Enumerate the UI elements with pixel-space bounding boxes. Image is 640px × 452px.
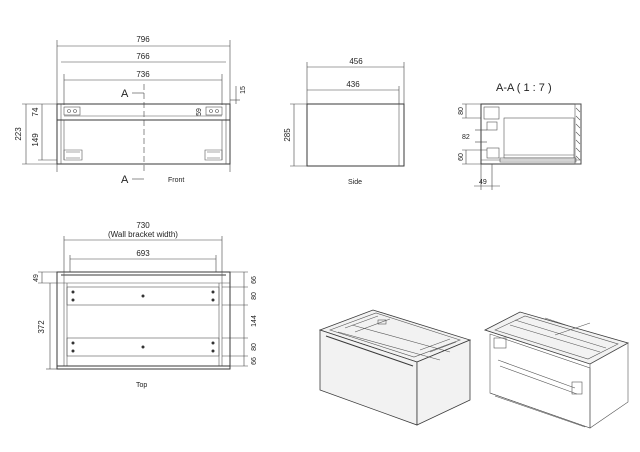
isometric-open bbox=[483, 311, 630, 429]
iso1-handle bbox=[325, 335, 414, 367]
section-view: A-A ( 1 : 7 ) 80 82 60 49 bbox=[458, 82, 582, 190]
iso2-slide-left bbox=[493, 337, 507, 349]
dim-66-bottom: 66 bbox=[251, 357, 258, 365]
dim-796: 796 bbox=[136, 35, 150, 44]
dim-149: 149 bbox=[31, 133, 40, 147]
wall-bracket-note: (Wall bracket width) bbox=[108, 230, 178, 239]
iso1-side bbox=[416, 339, 471, 426]
dim-766: 766 bbox=[136, 52, 150, 61]
dim-372: 372 bbox=[37, 320, 46, 334]
dim-736: 736 bbox=[136, 70, 150, 79]
front-view: 796 766 736 A A 223 bbox=[14, 35, 247, 186]
rail-back bbox=[66, 286, 220, 306]
top-view: 730 (Wall bracket width) 693 49 bbox=[33, 221, 258, 389]
top-view-label: Top bbox=[136, 382, 147, 389]
hanger-right bbox=[205, 106, 223, 116]
dim-436: 436 bbox=[346, 80, 360, 89]
dim-49: 49 bbox=[479, 179, 487, 186]
side-view-label: Side bbox=[348, 179, 362, 186]
slide-left bbox=[63, 149, 83, 161]
wall-hatch bbox=[575, 107, 581, 161]
iso2-slide-right bbox=[571, 381, 583, 395]
section-title: A-A ( 1 : 7 ) bbox=[496, 82, 552, 94]
side-view: 456 436 285 Side bbox=[283, 57, 405, 186]
dim-15: 15 bbox=[240, 86, 247, 94]
dim-60: 60 bbox=[458, 153, 465, 161]
dim-285: 285 bbox=[283, 128, 292, 142]
drawer-box bbox=[503, 117, 575, 159]
dim-730: 730 bbox=[136, 221, 150, 230]
rail-front bbox=[66, 337, 220, 357]
front-cabinet-outline bbox=[56, 103, 231, 165]
dim-80-top: 80 bbox=[251, 292, 258, 300]
iso2-top bbox=[483, 311, 630, 365]
dim-82: 82 bbox=[462, 134, 470, 141]
slide-right bbox=[204, 149, 223, 161]
front-view-label: Front bbox=[168, 177, 184, 184]
section-mark-bottom: A bbox=[121, 174, 129, 186]
dim-223: 223 bbox=[14, 127, 23, 141]
dim-49-top: 49 bbox=[33, 274, 40, 282]
dim-456: 456 bbox=[349, 57, 363, 66]
top-cabinet-outline bbox=[56, 271, 231, 370]
dim-80-bottom: 80 bbox=[251, 343, 258, 351]
dim-144: 144 bbox=[251, 315, 258, 327]
dim-80: 80 bbox=[458, 107, 465, 115]
isometric-closed bbox=[318, 309, 472, 426]
dim-66-top: 66 bbox=[251, 276, 258, 284]
hanger-left bbox=[63, 106, 81, 116]
dim-59: 59 bbox=[196, 108, 203, 116]
dim-693: 693 bbox=[136, 249, 150, 258]
dim-74: 74 bbox=[31, 107, 40, 116]
side-cabinet-outline bbox=[306, 103, 405, 167]
section-mark-top: A bbox=[121, 88, 129, 100]
